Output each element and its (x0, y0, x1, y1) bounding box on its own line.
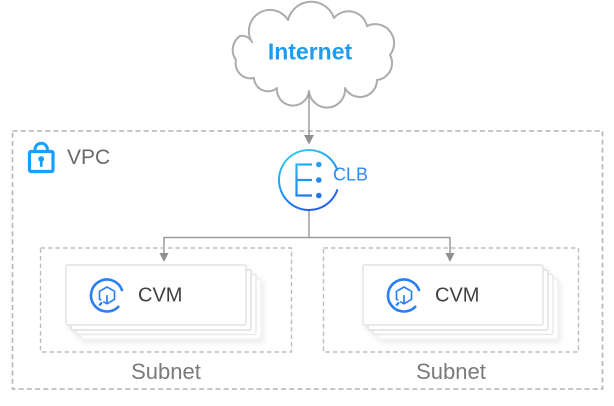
lock-icon (27, 141, 55, 174)
vpc-label: VPC (67, 146, 111, 169)
subnet-label-left: Subnet (131, 359, 201, 384)
subnet-boundary-left (39, 247, 293, 353)
subnet-boundary-right (322, 247, 580, 353)
clb-load-balancer-icon (277, 149, 339, 211)
internet-label: Internet (267, 38, 353, 65)
vpc-boundary (11, 130, 604, 390)
subnet-label-right: Subnet (416, 359, 486, 384)
clb-label: CLB (333, 164, 369, 185)
cvm-label-right: CVM (435, 284, 480, 307)
internet-cloud-icon (231, 0, 396, 109)
arrow-internet-to-clb (304, 93, 314, 145)
cvm-label-left: CVM (138, 284, 183, 307)
connector-clb-to-subnets (159, 210, 455, 262)
